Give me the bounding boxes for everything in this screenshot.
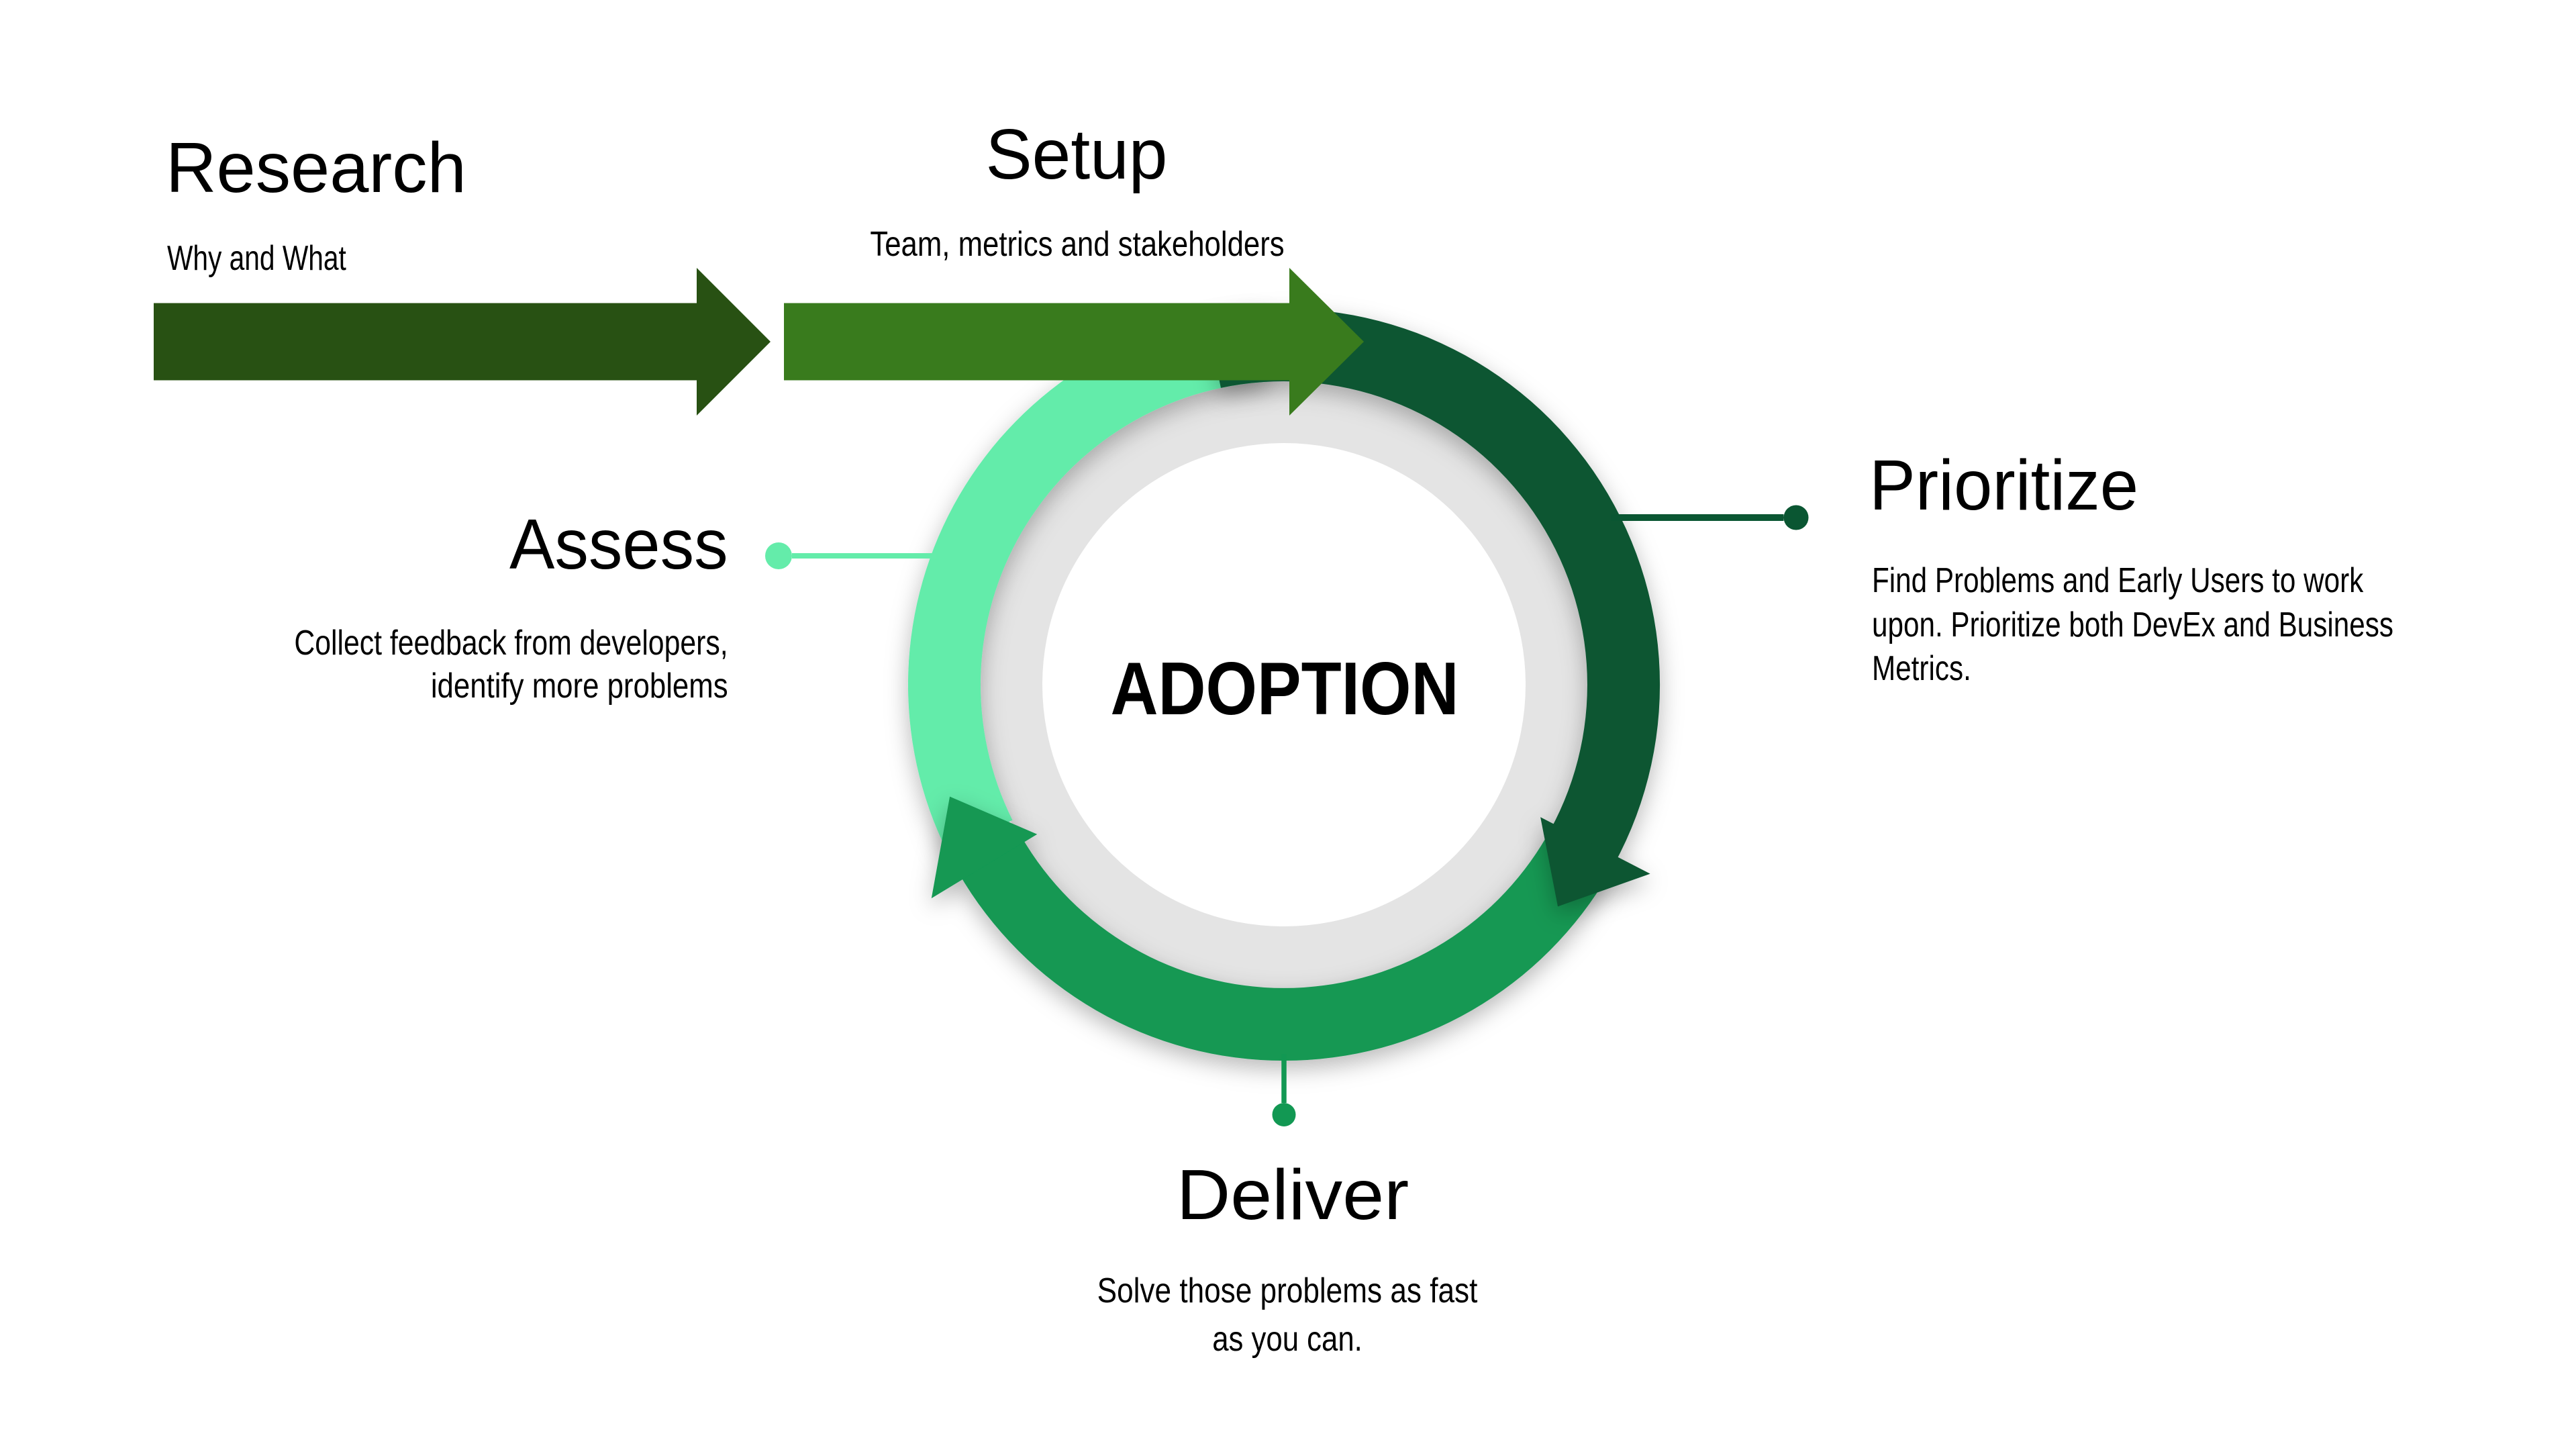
prioritize-body-line: Metrics. bbox=[1872, 648, 1971, 688]
assess-body: Collect feedback from developers, identi… bbox=[205, 621, 728, 707]
adoption-center-label: ADOPTION bbox=[1109, 646, 1459, 731]
prioritize-connector bbox=[1611, 505, 1809, 530]
cycle-arc-prioritize-arrowhead bbox=[1540, 817, 1650, 907]
cycle-arc-deliver-arrowhead bbox=[931, 796, 1038, 899]
prioritize-body-line: Find Problems and Early Users to work bbox=[1872, 561, 2364, 600]
research-title: Research bbox=[166, 128, 466, 207]
setup-arrow bbox=[784, 268, 1364, 416]
prioritize-connector-dot bbox=[1783, 505, 1809, 530]
cycle-arc-assess bbox=[907, 309, 1269, 853]
deliver-connector-dot bbox=[1272, 1103, 1296, 1126]
assess-connector bbox=[765, 542, 936, 569]
deliver-body-line: as you can. bbox=[1212, 1319, 1363, 1359]
deliver-connector-line bbox=[1281, 1054, 1287, 1103]
deliver-body: Solve those problems as fast as you can. bbox=[1065, 1266, 1509, 1363]
assess-body-line: identify more problems bbox=[431, 666, 728, 706]
assess-title: Assess bbox=[509, 504, 728, 584]
cycle-arc-deliver bbox=[958, 836, 1609, 1061]
prioritize-body-line: upon. Prioritize both DevEx and Business bbox=[1872, 604, 2393, 644]
deliver-connector bbox=[1272, 1054, 1296, 1126]
assess-body-line: Collect feedback from developers, bbox=[294, 623, 728, 663]
research-arrow bbox=[154, 268, 771, 416]
assess-connector-dot bbox=[765, 542, 792, 569]
cycle-arc-prioritize bbox=[1205, 308, 1661, 865]
setup-subtitle: Team, metrics and stakeholders bbox=[870, 224, 1285, 263]
research-subtitle: Why and What bbox=[167, 238, 346, 278]
prioritize-title: Prioritize bbox=[1869, 445, 2139, 525]
deliver-body-line: Solve those problems as fast bbox=[1097, 1270, 1478, 1310]
prioritize-connector-line bbox=[1611, 514, 1784, 521]
assess-connector-line bbox=[792, 553, 936, 559]
deliver-title: Deliver bbox=[1176, 1155, 1409, 1235]
prioritize-body: Find Problems and Early Users to work up… bbox=[1872, 559, 2508, 691]
setup-title: Setup bbox=[985, 115, 1168, 195]
